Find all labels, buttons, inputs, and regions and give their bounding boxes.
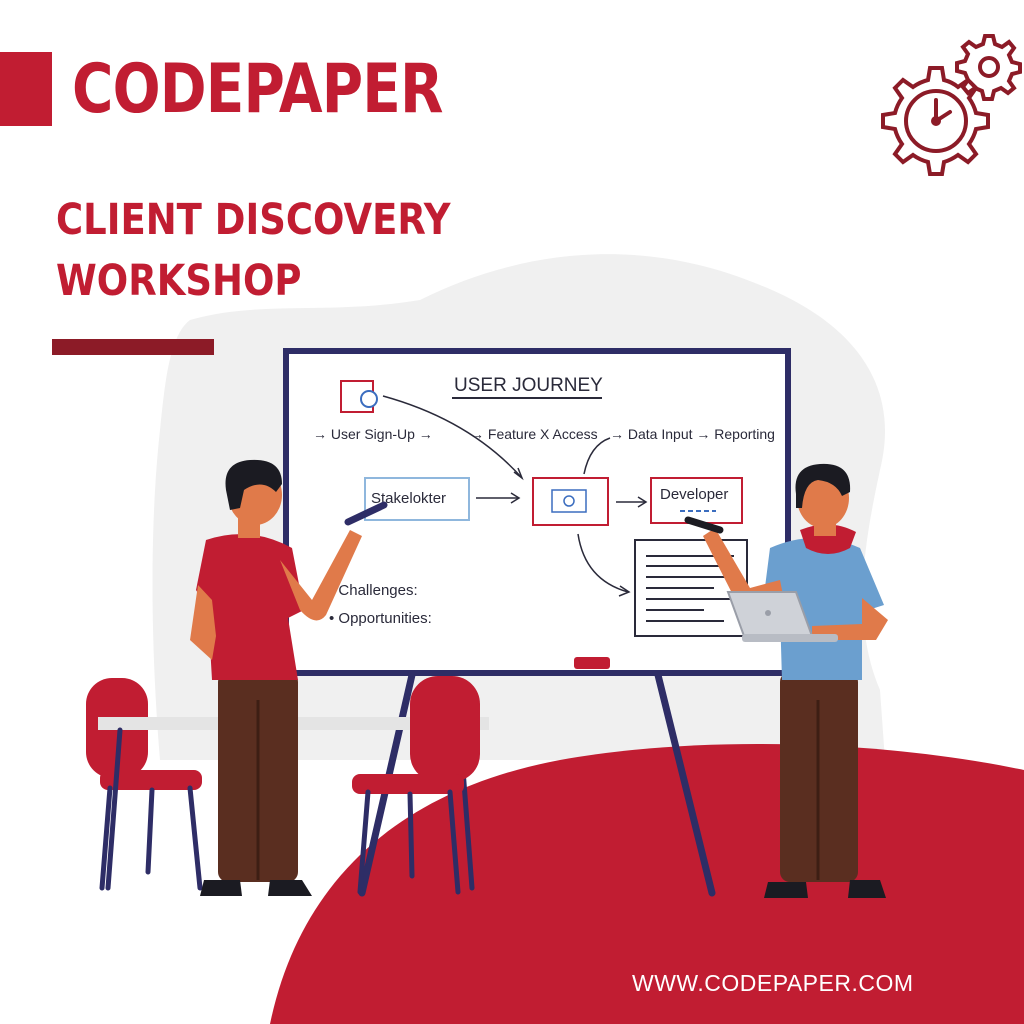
marker-left — [344, 501, 388, 526]
person-left — [190, 459, 388, 896]
person-left-torso — [196, 534, 304, 680]
bullet-challenges: • Challenges: — [329, 582, 418, 599]
person-right-torso — [764, 538, 884, 680]
gear-clock-icon — [881, 66, 990, 176]
flow-step-feature: → Feature X Access — [470, 426, 598, 442]
stakeholder-label: Stakelokter — [371, 490, 446, 507]
person-right-arm-raised — [703, 528, 784, 609]
flow-arrow-curve-1 — [382, 395, 523, 479]
website-url[interactable]: WWW.CODEPAPER.COM — [632, 970, 914, 996]
person-right-arm-front — [812, 598, 888, 640]
person-left-shoes — [200, 880, 312, 896]
title-underline — [52, 339, 214, 355]
bullet-opportunities: • Opportunities: — [329, 610, 432, 627]
marker-tray — [574, 657, 610, 669]
person-left-hair — [225, 459, 282, 510]
person-left-arm-down — [190, 585, 216, 660]
brand-logo: CODEPAPER — [72, 50, 443, 129]
page-title-line-1: CLIENT DISCOVERY — [56, 195, 451, 245]
stakeholder-box — [364, 477, 470, 521]
flow-step-data: → Data Input → Reporting — [610, 426, 775, 442]
page-title-line-2: WORKSHOP — [56, 256, 302, 306]
person-right-shoes — [764, 880, 886, 898]
whiteboard-content: USER JOURNEY → User Sign-Up → → Feature … — [313, 375, 775, 637]
user-journey-heading: USER JOURNEY — [454, 375, 603, 396]
flow-arrow-curve-2 — [583, 437, 611, 475]
center-screen-box — [532, 477, 609, 526]
developer-box — [650, 477, 743, 524]
person-right-hair — [795, 463, 851, 508]
flow-step-signup: → User Sign-Up → — [313, 426, 433, 442]
brand-bar — [0, 52, 52, 126]
person-left-arm-raised — [280, 530, 362, 621]
small-gear-icon — [955, 34, 1022, 101]
developer-label: Developer — [660, 486, 728, 503]
screen-icon — [563, 495, 575, 507]
signup-icon — [360, 390, 378, 408]
person-right — [684, 463, 888, 898]
flow-arrow-curve-3 — [577, 533, 629, 593]
marker-right — [684, 516, 724, 534]
chair-right — [352, 676, 480, 895]
